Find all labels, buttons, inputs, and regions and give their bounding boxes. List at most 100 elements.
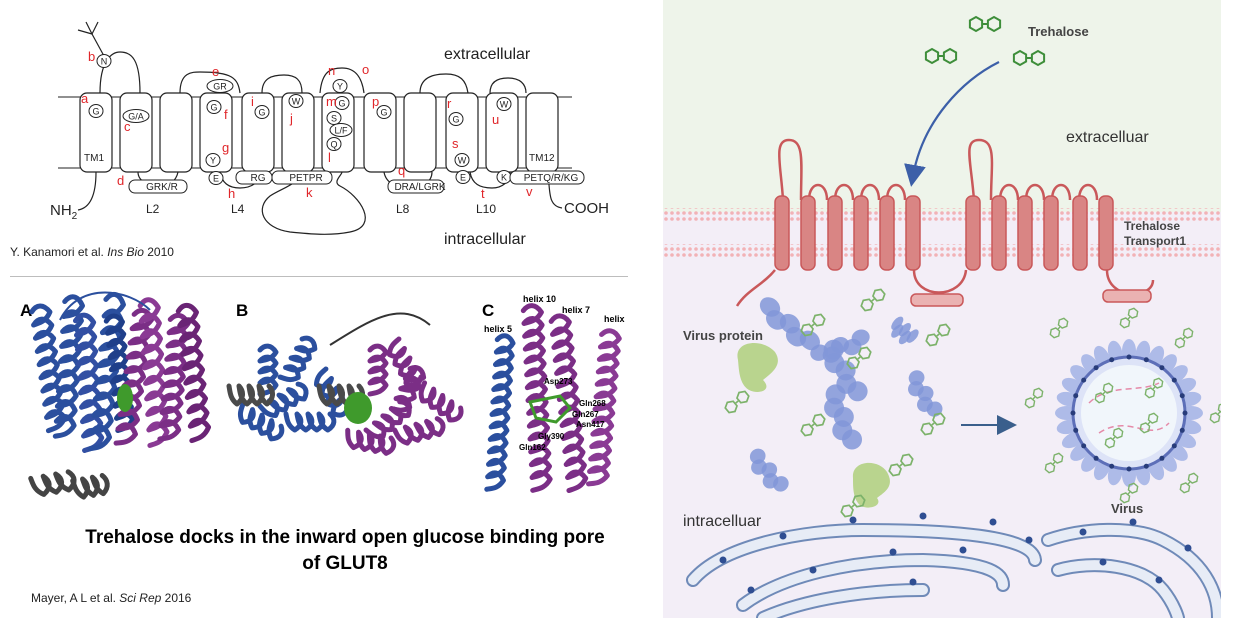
ligand-c — [527, 394, 573, 424]
transporter-int-loop — [912, 269, 968, 294]
transporter-loop — [778, 138, 803, 201]
envelope-dot — [1126, 354, 1132, 360]
panel-label-b: B — [236, 301, 248, 320]
panel-label-a: A — [20, 301, 32, 320]
structure-c-binding-site — [484, 303, 622, 493]
trehalose-label: Trehalose — [1028, 24, 1089, 39]
residue-text: G — [210, 103, 217, 113]
loop-l1 — [99, 51, 141, 94]
helix-tm3 — [159, 92, 193, 173]
residue-text: Y — [210, 156, 216, 166]
caption-line-2: of GLUT8 — [302, 553, 388, 574]
trehalose-inside-8 — [888, 453, 914, 477]
transporter-helix-9 — [1017, 195, 1033, 271]
loop-e3 — [179, 71, 241, 94]
helix-a-purple-2 — [137, 297, 170, 448]
helix-ribbon-path — [29, 303, 68, 434]
helix-ribbon-path — [175, 302, 212, 444]
residue-circle — [334, 96, 350, 110]
trehalose-molecule-2 — [924, 47, 958, 65]
helix-c-10 — [520, 303, 553, 493]
trehalose-virus-9 — [1094, 382, 1114, 404]
protein-lobe — [847, 381, 868, 402]
annotation-letter-k: k — [306, 185, 313, 200]
section-divider — [10, 276, 628, 277]
protein-lobe — [908, 370, 925, 386]
annotation-letter-a: a — [81, 91, 89, 106]
residue-9: W — [288, 94, 304, 108]
sugar-ring — [1049, 327, 1061, 339]
trehalose-inside-1 — [860, 288, 886, 312]
helix-5-label: helix 5 — [484, 324, 512, 334]
residue-text: G — [338, 99, 345, 109]
envelope-dot — [1182, 410, 1188, 416]
envelope-dot — [1093, 455, 1099, 461]
transporter-int-helix-1 — [910, 293, 964, 307]
virus-protein-blue-4 — [823, 339, 868, 402]
residue-circle — [254, 105, 270, 119]
sugar-ring — [1147, 412, 1159, 424]
residue-text: W — [292, 97, 301, 107]
transporter-helix-1 — [774, 195, 790, 271]
glycosidic-bond — [1152, 386, 1156, 390]
sugar-ring — [1104, 437, 1116, 449]
envelope-dot — [1093, 365, 1099, 371]
ribosome-13 — [1129, 518, 1137, 526]
protein-lobe — [842, 429, 863, 450]
helix-ribbon-path — [28, 469, 77, 497]
trehalose-virus-8 — [1119, 482, 1139, 504]
residue-text: G — [92, 107, 99, 117]
citation-kanamori: Y. Kanamori et al. Ins Bio 2010 — [10, 245, 174, 259]
envelope-dot — [1126, 466, 1132, 472]
sugar-ring — [1052, 452, 1064, 464]
motif-box-text: RG — [251, 173, 266, 184]
residue-18: E — [455, 170, 471, 184]
glycosidic-bond — [811, 323, 815, 327]
residue-gln267: Gln267 — [572, 410, 599, 419]
trehalose-virus-5 — [1209, 402, 1221, 424]
residue-circle — [96, 54, 112, 68]
helix-b-purple-3 — [363, 399, 412, 440]
helix-ribbon-path — [386, 336, 424, 388]
annotation-letter-b: b — [88, 49, 95, 64]
trehalose-virus-6 — [1044, 452, 1064, 474]
ribosome-10 — [747, 586, 755, 594]
sugar-ring — [900, 453, 914, 467]
virus-protein-blue-5 — [908, 370, 943, 417]
trehalose-inside-5 — [724, 390, 750, 414]
sugar-ring — [872, 288, 886, 302]
protein-lobe — [906, 329, 919, 343]
residue-text: S — [331, 114, 337, 124]
residue-5: G — [206, 100, 222, 114]
helix-ribbon-path — [418, 380, 464, 423]
trehalose-virus-4 — [1024, 387, 1044, 409]
trehalose-molecule-1 — [968, 15, 1002, 33]
residue-text: N — [101, 57, 108, 67]
glycosidic-bond — [1147, 421, 1151, 425]
transporter-label-line2: Transport1 — [1124, 234, 1186, 248]
residue-circle — [496, 97, 512, 111]
sugar-ring — [888, 463, 902, 477]
residue-text: W — [458, 156, 467, 166]
residue-14: Q — [326, 137, 342, 151]
transporter-helix-12 — [1098, 195, 1114, 271]
ribosome-9 — [809, 566, 817, 574]
residue-text: G/A — [128, 112, 144, 122]
annotation-letter-q: q — [398, 163, 405, 178]
panel-label-c: C — [482, 301, 494, 320]
sugar-ring — [1139, 422, 1151, 434]
loop-a-top — [59, 291, 151, 321]
loop-label-l2: L2 — [146, 202, 160, 216]
sugar-ring — [812, 313, 826, 327]
virus-protein-blue-6 — [824, 384, 863, 450]
glycosidic-bond — [899, 463, 903, 467]
transporter-helix-3 — [827, 195, 843, 271]
residue-circle — [122, 109, 150, 123]
residue-gln268: Gln268 — [579, 399, 606, 408]
helix-label: helix — [604, 314, 625, 324]
residue-gly390: Gly390 — [538, 432, 565, 441]
ribosome-14 — [1184, 544, 1192, 552]
helix-ribbon-path — [520, 303, 553, 493]
annotation-letter-p: p — [372, 94, 379, 109]
